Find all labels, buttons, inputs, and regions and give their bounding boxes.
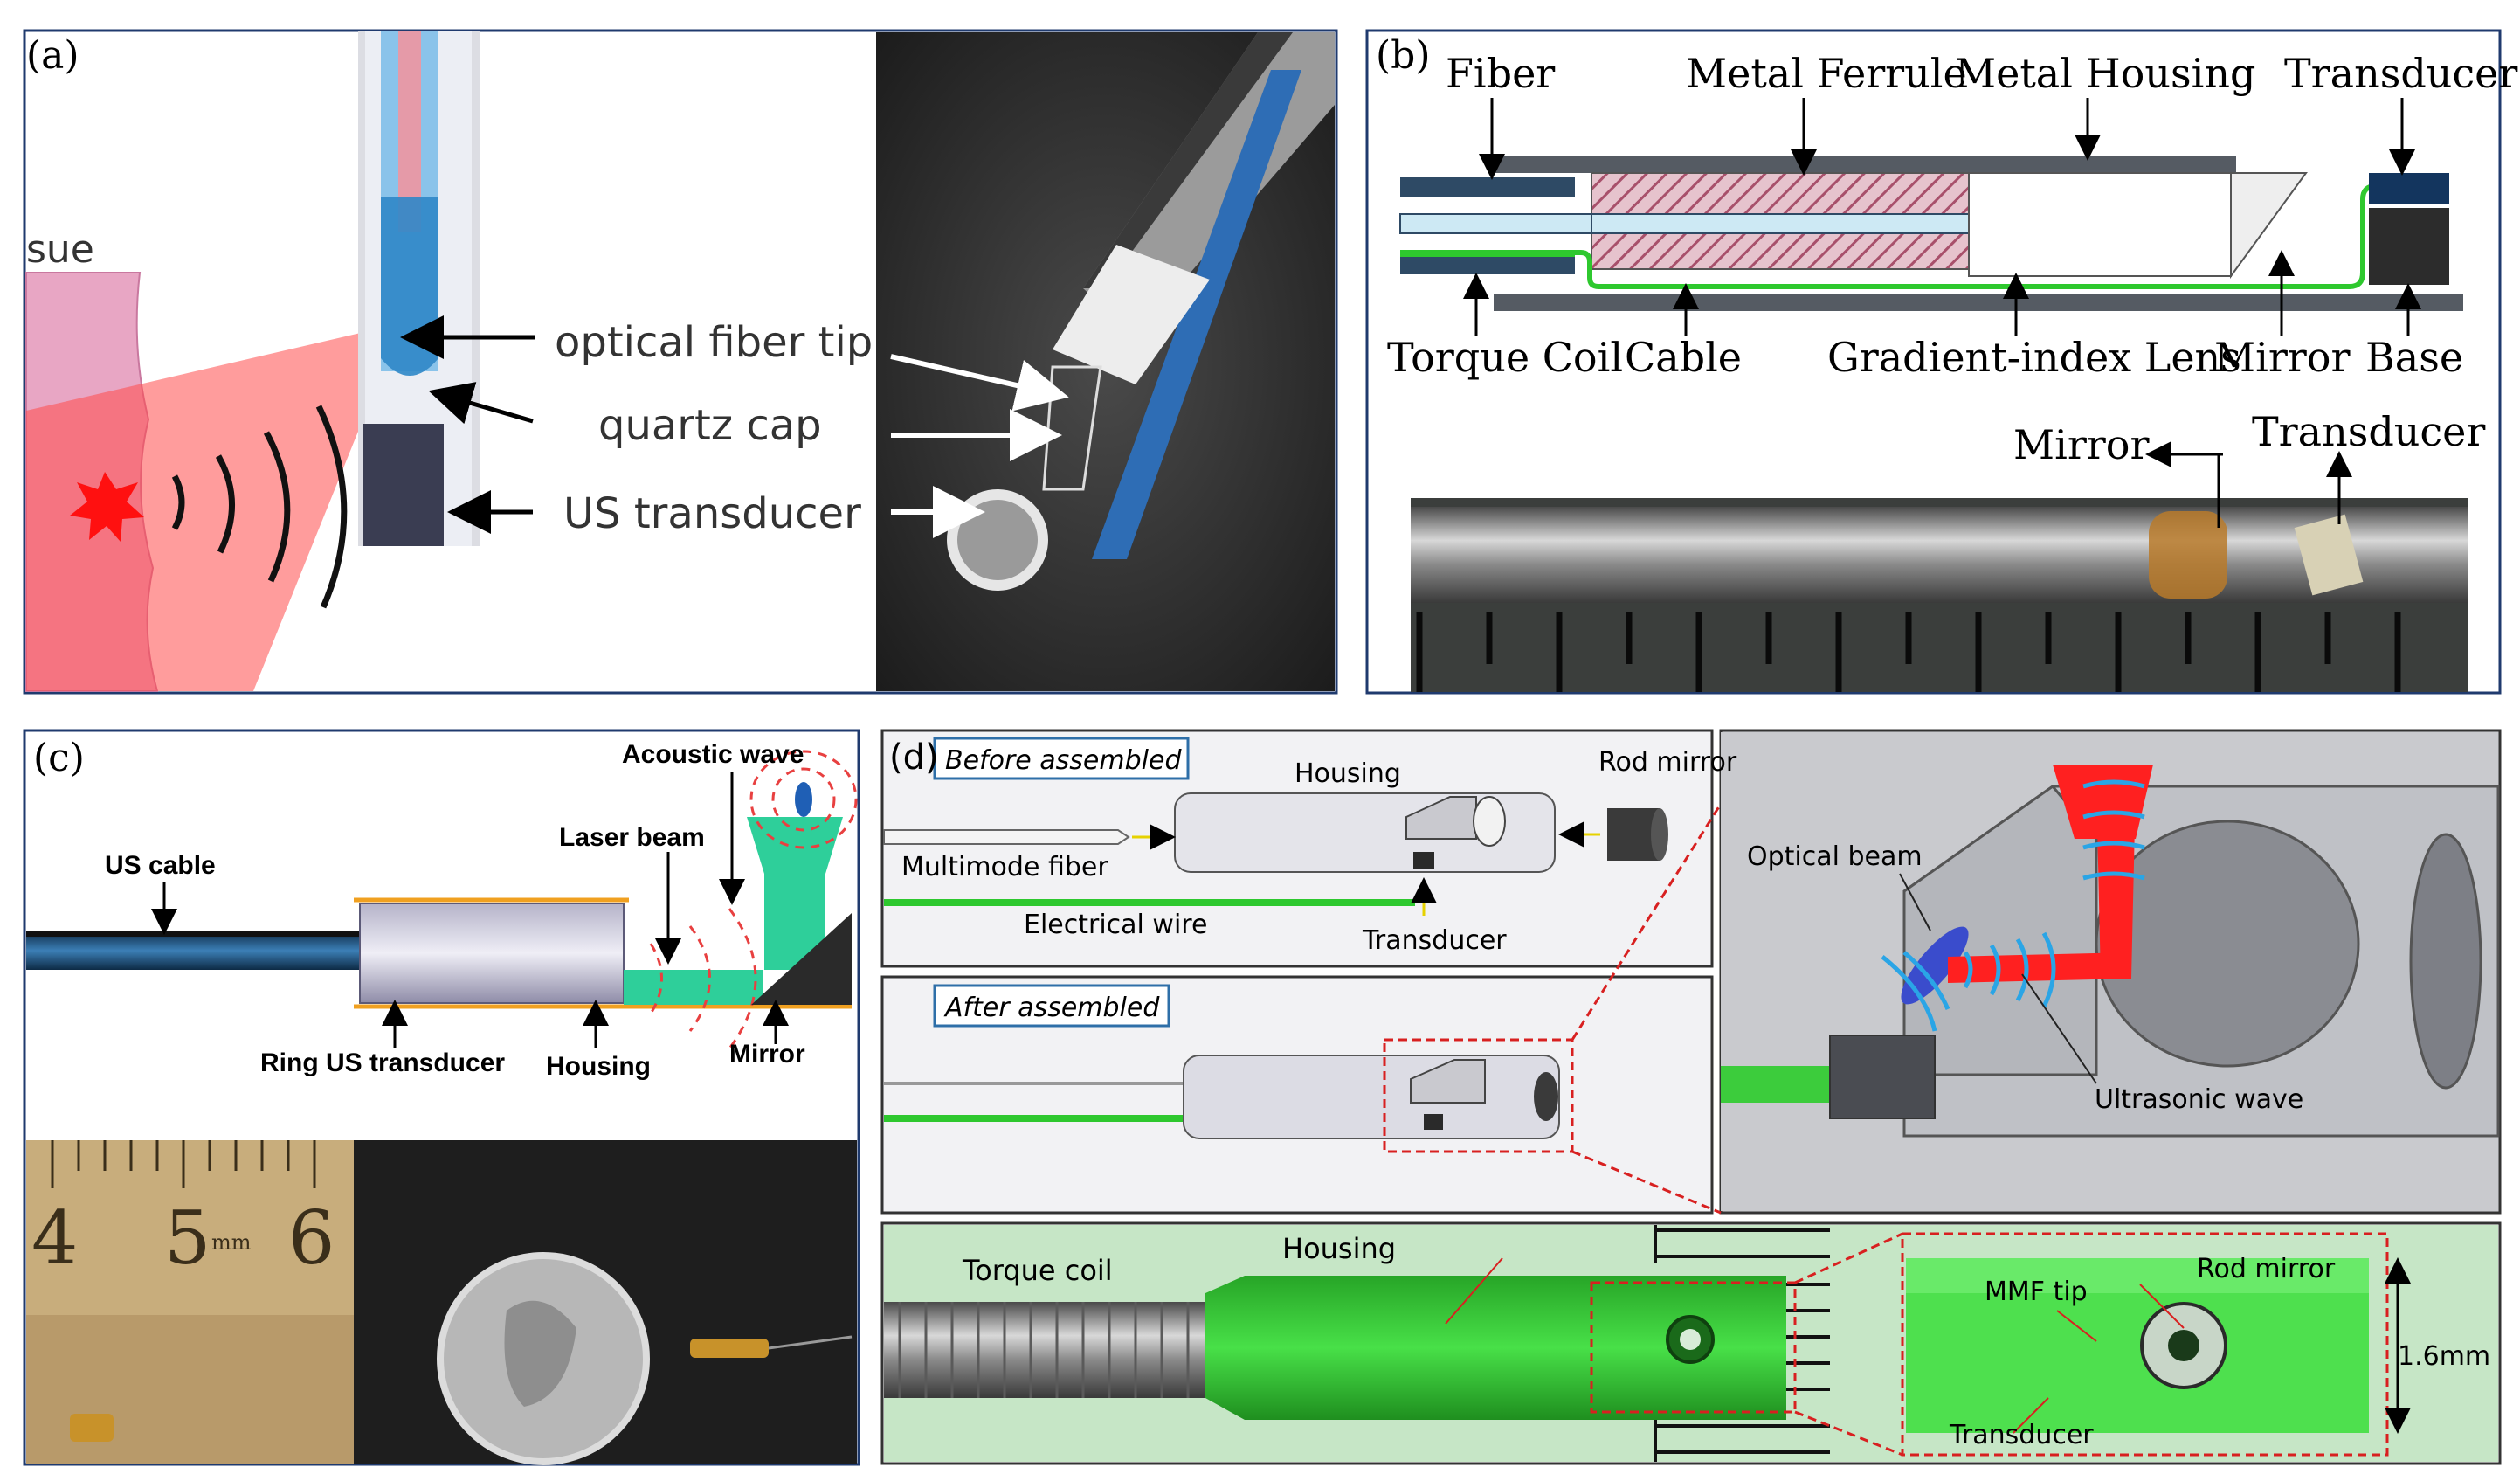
mirror-c bbox=[751, 913, 852, 1005]
c-mirror-label: Mirror bbox=[729, 1040, 805, 1069]
ruler-5: 5 bbox=[164, 1195, 211, 1281]
panel-b bbox=[1365, 29, 2502, 695]
quartz-cap bbox=[381, 197, 438, 376]
c-housing-label: Housing bbox=[546, 1052, 651, 1081]
c-ring-transducer-label: Ring US transducer bbox=[260, 1048, 505, 1077]
b-transducer-label: Transducer bbox=[2284, 50, 2517, 97]
base-b bbox=[2369, 208, 2449, 285]
b-base-label: Base bbox=[2365, 334, 2463, 381]
laser-cone bbox=[26, 323, 402, 691]
cable-b bbox=[1400, 183, 2385, 289]
d-photo-housing-label: Housing bbox=[1282, 1232, 1396, 1265]
b-metal-housing-label: Metal Housing bbox=[1955, 50, 2255, 97]
transducer-b bbox=[2369, 173, 2449, 204]
zoom-region-box bbox=[1383, 1038, 1574, 1153]
c-acoustic-wave-label: Acoustic wave bbox=[622, 740, 804, 769]
transducer-3d bbox=[1829, 1035, 1936, 1119]
us-cable-c bbox=[26, 931, 360, 970]
zoom-photo-box bbox=[1901, 1232, 2389, 1457]
us-transducer-block bbox=[363, 424, 444, 546]
b-fiber-label: Fiber bbox=[1446, 50, 1555, 97]
ruler-6: 6 bbox=[288, 1195, 335, 1281]
metal-housing-top bbox=[1494, 156, 2236, 173]
photo-white-sleeve bbox=[1053, 245, 1210, 384]
grin-lens bbox=[1968, 172, 2232, 277]
panel-c-tag: (c) bbox=[33, 736, 85, 780]
b-cable-label: Cable bbox=[1625, 334, 1742, 381]
d-rod-mirror-label: Rod mirror bbox=[1598, 747, 1737, 778]
metal-housing-bottom bbox=[1494, 294, 2463, 311]
d-transducer-label: Transducer bbox=[1362, 925, 1507, 956]
after-assembled-label: After assembled bbox=[943, 993, 1160, 1023]
fiber-tip-3d bbox=[1901, 926, 1969, 1005]
ruler-4: 4 bbox=[31, 1195, 78, 1281]
quartz-cap-label: quartz cap bbox=[598, 401, 822, 450]
d-scale-label: 1.6mm bbox=[2398, 1341, 2490, 1372]
d-ultrasonic-wave-label: Ultrasonic wave bbox=[2095, 1084, 2303, 1115]
optical-beam-path bbox=[1948, 952, 2131, 983]
b-grin-lens-label: Gradient-index Lens bbox=[1827, 334, 2241, 381]
panel-d bbox=[880, 729, 2502, 1465]
b-photo-transducer-label: Transducer bbox=[2252, 408, 2485, 455]
before-assembled-label: Before assembled bbox=[945, 745, 1182, 776]
b-photo-mirror-label: Mirror bbox=[2013, 421, 2149, 468]
photo-transducer-disc bbox=[947, 489, 1048, 591]
b-mirror-label: Mirror bbox=[2214, 334, 2350, 381]
b-torque-coil-label: Torque Coil bbox=[1387, 334, 1623, 381]
fiber-tip-label: optical fiber tip bbox=[555, 318, 873, 367]
panel-d-tag: (d) bbox=[889, 737, 939, 778]
us-transducer-label: US transducer bbox=[563, 489, 861, 538]
d-optical-beam-label: Optical beam bbox=[1747, 841, 1923, 872]
d-photo-transducer-label: Transducer bbox=[1949, 1420, 2094, 1450]
mirror-b bbox=[2230, 172, 2308, 280]
ring-us-transducer bbox=[359, 903, 625, 1004]
absorber-star bbox=[70, 472, 144, 542]
housing-after bbox=[1183, 1055, 1560, 1139]
c-us-cable-label: US cable bbox=[105, 851, 216, 880]
ruler-mm: mm bbox=[211, 1230, 252, 1255]
torque-coil-photo bbox=[884, 1302, 1207, 1398]
housing-photo bbox=[1205, 1276, 1786, 1420]
panel-b-tag: (b) bbox=[1376, 33, 1431, 78]
rod-mirror-face bbox=[2095, 820, 2360, 1068]
d-mmf-tip-label: MMF tip bbox=[1985, 1277, 2088, 1307]
b-metal-ferrule-label: Metal Ferrule bbox=[1686, 50, 1967, 97]
tissue-label: sue bbox=[26, 227, 94, 272]
d-housing-label: Housing bbox=[1295, 758, 1401, 789]
panel-a-tag: (a) bbox=[26, 33, 79, 78]
d-electrical-wire-label: Electrical wire bbox=[1024, 910, 1207, 940]
d-torque-coil-label: Torque coil bbox=[962, 1254, 1113, 1287]
c-laser-beam-label: Laser beam bbox=[559, 823, 705, 852]
panel-a bbox=[23, 29, 1338, 695]
d-multimode-fiber-label: Multimode fiber bbox=[901, 852, 1108, 882]
d-photo-rod-mirror-label: Rod mirror bbox=[2197, 1254, 2336, 1284]
panel-c bbox=[23, 729, 860, 1466]
